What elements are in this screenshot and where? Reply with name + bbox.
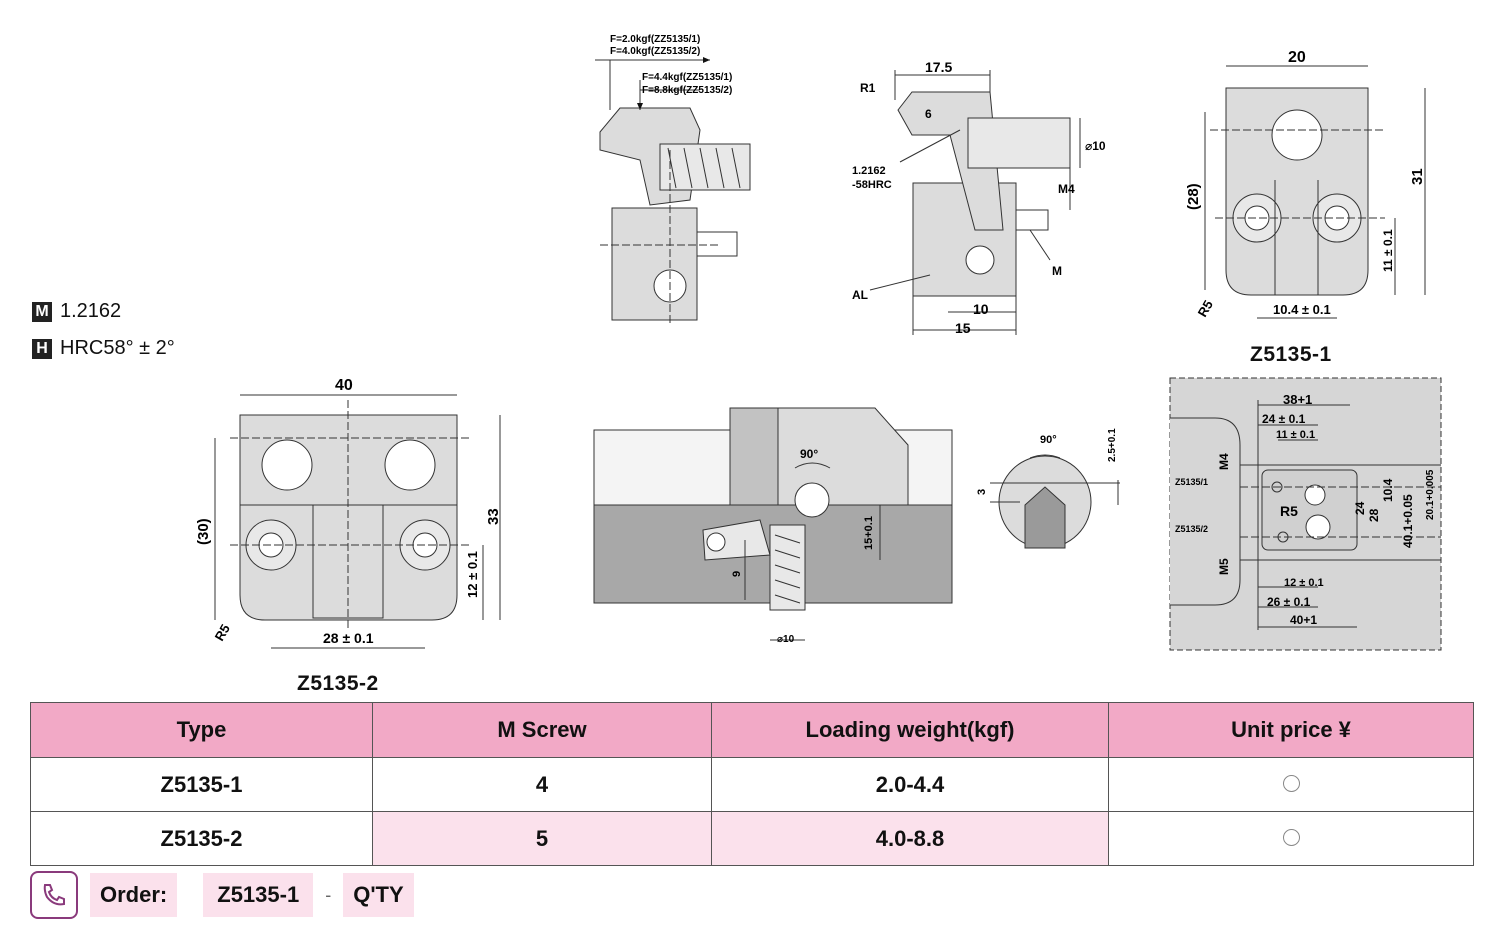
dim-26-layout: 26 ± 0.1 <box>1267 595 1311 609</box>
dim-m4: M4 <box>1058 182 1075 196</box>
al-callout: AL <box>852 288 868 302</box>
order-dash: - <box>325 884 332 905</box>
cell-load: 4.0-8.8 <box>711 811 1109 866</box>
cell-type: Z5135-1 <box>30 757 373 812</box>
material-callout: 1.2162 <box>852 165 886 177</box>
force-label-4: F=8.8kgf(ZZ5135/2) <box>642 85 732 96</box>
caption-z5135-2: Z5135-2 <box>297 672 379 695</box>
hardness-callout: -58HRC <box>852 179 892 191</box>
force-label-1: F=2.0kgf(ZZ5135/1) <box>610 34 700 45</box>
cell-price <box>1108 811 1474 866</box>
dim-20-1-layout: 20.1+0.005 <box>1425 469 1436 520</box>
dim-24-layout-v: 24 <box>1353 501 1367 515</box>
order-label: Order: <box>90 873 178 917</box>
dim-40-1-layout: 40.1+0.05 <box>1401 494 1415 548</box>
header-m-screw: M Screw <box>372 702 712 758</box>
dim-11: 11 ± 0.1 <box>1381 229 1395 272</box>
section-view <box>593 407 953 641</box>
front-view-1 <box>1204 65 1426 319</box>
dim-20: 20 <box>1288 49 1306 66</box>
dim-10: 10 <box>973 301 989 317</box>
force-view <box>595 57 751 325</box>
table-row: Z5135-2 5 4.0-8.8 <box>30 811 1474 866</box>
dim-11-layout: 11 ± 0.1 <box>1276 429 1315 441</box>
price-circle-icon <box>1282 828 1300 846</box>
cell-screw: 5 <box>372 811 712 866</box>
material-note: M 1.2162 <box>32 300 121 323</box>
label-z5135-2: Z5135/2 <box>1175 524 1208 534</box>
detail-angle: 90° <box>1040 434 1057 446</box>
dim-30: (30) <box>195 518 212 545</box>
dim-3: 3 <box>976 489 988 495</box>
force-label-2: F=4.0kgf(ZZ5135/2) <box>610 46 700 57</box>
dim-28-layout-v: 28 <box>1367 508 1381 522</box>
dim-r5-layout: R5 <box>1280 503 1298 519</box>
hardness-text: HRC58° ± 2° <box>60 337 175 359</box>
dim-phi10-section: ⌀10 <box>777 634 795 645</box>
dim-r1: R1 <box>860 81 876 95</box>
cell-price <box>1108 757 1474 812</box>
dim-15: 15 <box>955 320 971 336</box>
dim-phi10: ⌀10 <box>1085 139 1106 153</box>
header-loading-weight: Loading weight(kgf) <box>711 702 1109 758</box>
cell-screw: 4 <box>372 757 712 812</box>
dim-40: 40 <box>335 377 353 394</box>
force-label-3: F=4.4kgf(ZZ5135/1) <box>642 72 732 83</box>
section-angle: 90° <box>800 447 818 461</box>
spec-table: Type M Screw Loading weight(kgf) Unit pr… <box>30 702 1474 866</box>
dim-m: M <box>1052 264 1062 278</box>
price-circle-icon <box>1282 774 1300 792</box>
header-unit-price: Unit price ¥ <box>1108 702 1474 758</box>
cell-load: 2.0-4.4 <box>711 757 1109 812</box>
hardness-badge: H <box>32 338 52 359</box>
dim-2-5: 2.5+0.1 <box>1107 428 1118 462</box>
dim-15-1: 15+0.1 <box>863 516 875 550</box>
technical-drawings: F=2.0kgf(ZZ5135/1) F=4.0kgf(ZZ5135/2) F=… <box>195 34 1442 651</box>
cell-type: Z5135-2 <box>30 811 373 866</box>
table-row: Z5135-1 4 2.0-4.4 <box>30 757 1474 812</box>
dim-10-4: 10.4 ± 0.1 <box>1273 302 1331 317</box>
dim-33: 33 <box>485 508 502 525</box>
dim-r5-1: R5 <box>1195 298 1216 320</box>
dim-28: (28) <box>1185 183 1202 210</box>
material-text: 1.2162 <box>60 300 122 322</box>
material-badge: M <box>32 301 52 322</box>
front-view-2 <box>214 394 501 649</box>
dim-38: 38+1 <box>1283 392 1312 407</box>
order-code[interactable]: Z5135-1 <box>203 873 314 917</box>
order-bar: Order: Z5135-1 - Q'TY <box>30 871 414 919</box>
dim-m5-layout: M5 <box>1217 558 1231 575</box>
hardness-note: H HRC58° ± 2° <box>32 337 175 360</box>
dim-6: 6 <box>925 107 932 121</box>
layout-view <box>1169 377 1442 651</box>
detail-view <box>990 454 1120 549</box>
header-type: Type <box>30 702 373 758</box>
caption-z5135-1: Z5135-1 <box>1250 343 1332 366</box>
dim-r5-2: R5 <box>212 622 233 644</box>
dim-17-5: 17.5 <box>925 59 952 75</box>
dim-9: 9 <box>731 571 743 577</box>
order-qty[interactable]: Q'TY <box>343 873 414 917</box>
dim-31: 31 <box>1409 168 1426 185</box>
dim-m4-layout: M4 <box>1217 453 1231 470</box>
dim-12: 12 ± 0.1 <box>465 551 480 598</box>
side-view <box>869 70 1081 335</box>
dim-12-layout: 12 ± 0.1 <box>1284 577 1324 589</box>
dim-24: 24 ± 0.1 <box>1262 412 1306 426</box>
dim-10-4-layout: 10.4 <box>1381 478 1395 502</box>
dim-28-pitch: 28 ± 0.1 <box>323 630 374 646</box>
phone-icon <box>30 871 78 919</box>
label-z5135-1: Z5135/1 <box>1175 477 1208 487</box>
table-header-row: Type M Screw Loading weight(kgf) Unit pr… <box>30 702 1474 758</box>
dim-40-layout: 40+1 <box>1290 613 1317 627</box>
